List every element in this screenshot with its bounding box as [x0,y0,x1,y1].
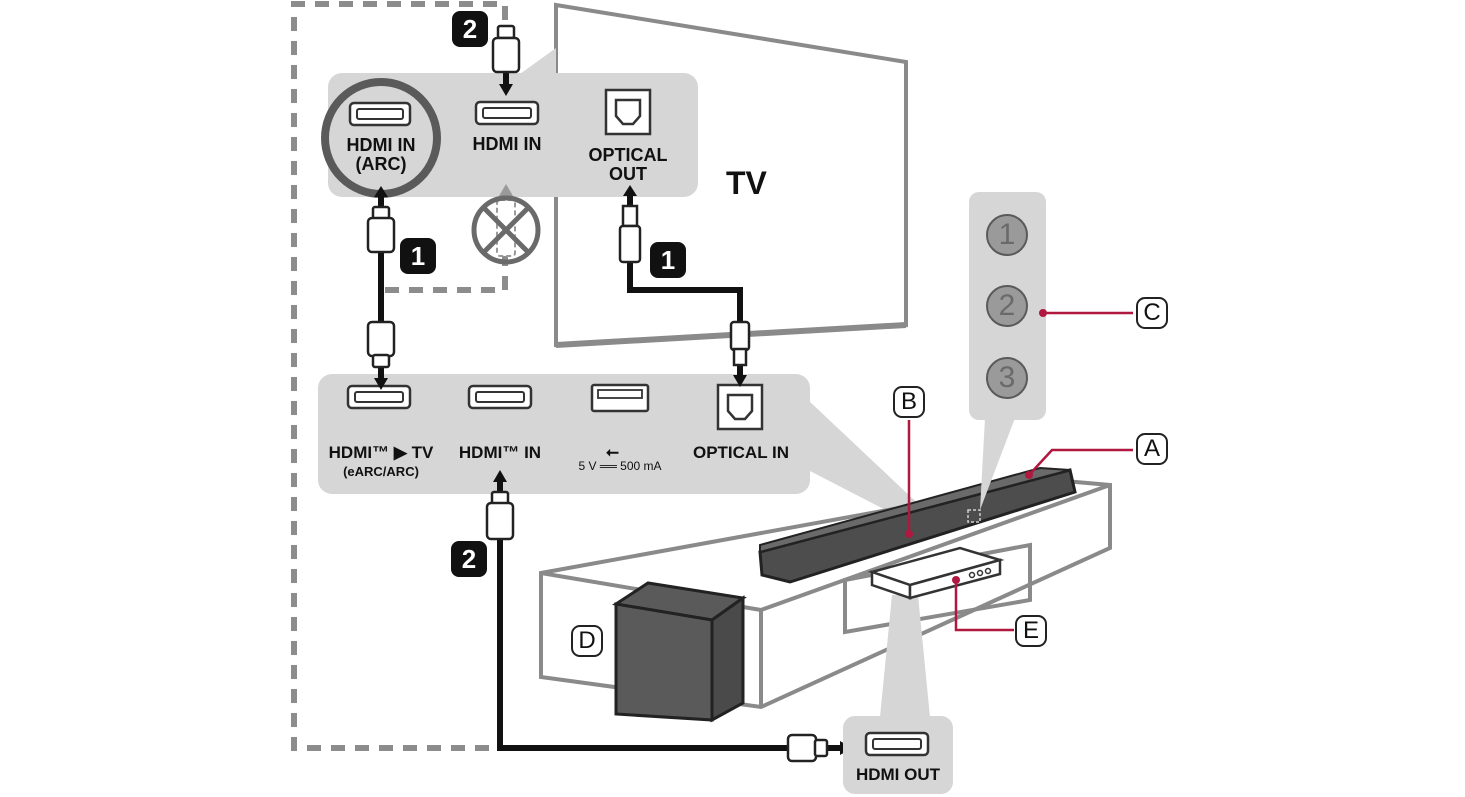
optical-in-port-label: OPTICAL IN [692,443,790,462]
cable-plugs [366,24,829,763]
hdmi-tv-port-sublabel: (eARC/ARC) [343,464,419,479]
tv-hdmi-arc-line2: (ARC) [355,153,407,174]
step-2-badge-top: 2 [452,11,488,47]
tv-hdmi-arc-line1: HDMI IN [346,135,416,155]
step-1-badge-right: 1 [650,242,686,278]
callout-d: D [571,625,603,657]
step-2-badge-bottom: 2 [451,541,487,577]
callout-a: A [1136,433,1168,465]
soundbar-port-panel [318,374,930,520]
usb-icon: ⭠ [606,442,619,461]
soundbar-button-3: 3 [986,357,1028,399]
hdmi-in-port-label: HDMI™ IN [458,443,542,462]
hdmi-out-panel [843,595,953,794]
callout-b: B [893,386,925,418]
cables [378,252,790,751]
callout-e: E [1015,615,1047,647]
hdmi-out-label: HDMI OUT [855,765,941,784]
step-1-badge-left: 1 [400,238,436,274]
soundbar-button-1: 1 [986,214,1028,256]
tv-label: TV [726,165,767,201]
not-allowed-icon [471,184,541,265]
subwoofer [611,581,747,723]
tv-port-panel [321,48,698,198]
callout-dots [905,309,1047,584]
source-device [867,546,1005,600]
soundbar-button-2: 2 [986,285,1028,327]
hdmi-tv-port-label: HDMI™ ▶ TV [328,443,434,462]
callout-c: C [1136,297,1168,329]
tv-hdmi-in-label: HDMI IN [472,134,542,154]
usb-port-label: 5 V ══ 500 mA [578,459,662,473]
tv-optical-line2: OUT [609,163,647,184]
soundbar [758,466,1077,584]
tv-hdmi-arc-label: HDMI IN (ARC) [336,136,426,174]
callout-lines [907,311,1133,632]
tv-optical-out-label: OPTICAL OUT [583,146,673,184]
tv-optical-line1: OPTICAL [588,145,668,165]
